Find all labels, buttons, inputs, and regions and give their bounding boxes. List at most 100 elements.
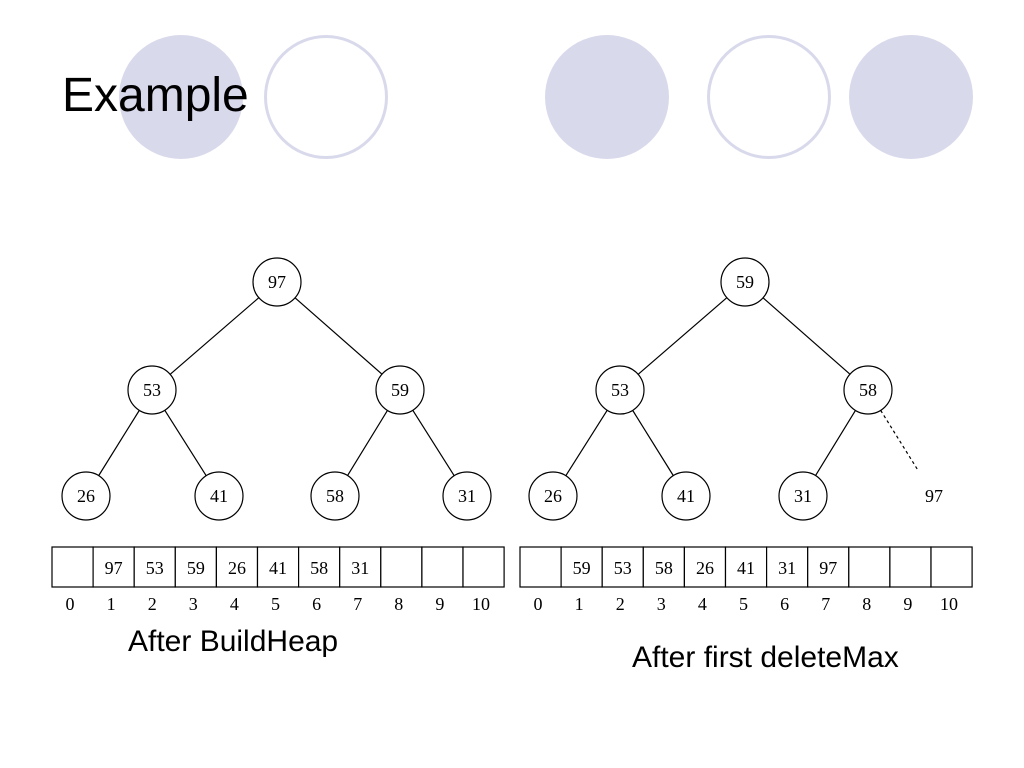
tree-edge xyxy=(637,297,728,375)
array-cell xyxy=(298,546,341,588)
array-index-label: 10 xyxy=(940,594,958,614)
array-cell-value: 59 xyxy=(187,558,205,578)
array-cell xyxy=(889,546,932,588)
heap-node-circle xyxy=(720,257,770,307)
array-cell xyxy=(339,546,382,588)
array-cell-value: 26 xyxy=(228,558,246,578)
array-cell xyxy=(601,546,644,588)
heap-node-label: 58 xyxy=(859,380,877,400)
array-index-label: 4 xyxy=(230,594,239,614)
tree-edge xyxy=(412,409,455,477)
tree-edge xyxy=(294,297,383,375)
heap-node-label: 31 xyxy=(794,486,812,506)
array-cell-value: 41 xyxy=(737,558,755,578)
array-cell xyxy=(807,546,850,588)
array-index-label: 0 xyxy=(66,594,75,614)
tree-edge-dashed xyxy=(880,410,919,471)
array-cell-value: 31 xyxy=(778,558,796,578)
array-cell xyxy=(256,546,300,588)
array-index-label: 4 xyxy=(698,594,707,614)
heap-node-label: 97 xyxy=(268,272,286,292)
array-cell xyxy=(462,546,505,588)
heap-node-circle xyxy=(194,471,244,521)
heap-node-circle xyxy=(375,365,425,415)
array-index-label: 5 xyxy=(271,594,280,614)
decorative-ring-circle xyxy=(264,35,388,159)
array-cell-value: 41 xyxy=(269,558,287,578)
array-cell-value: 97 xyxy=(819,558,837,578)
array-index-label: 0 xyxy=(534,594,543,614)
heap-node-circle xyxy=(252,257,302,307)
heap-node-circle xyxy=(843,365,893,415)
decorative-filled-circle xyxy=(545,35,669,159)
array-index-label: 9 xyxy=(903,594,912,614)
array-index-label: 8 xyxy=(394,594,403,614)
array-cell-value: 26 xyxy=(696,558,714,578)
array-index-label: 5 xyxy=(739,594,748,614)
heap-node-label: 41 xyxy=(210,486,228,506)
array-index-label: 6 xyxy=(780,594,789,614)
array-index-label: 7 xyxy=(353,594,362,614)
heap-node-label: 53 xyxy=(143,380,161,400)
array-cell xyxy=(560,546,603,588)
array-cell-value: 97 xyxy=(105,558,123,578)
tree-edge xyxy=(762,297,851,375)
array-cell-value: 53 xyxy=(146,558,164,578)
array-cell-value: 53 xyxy=(614,558,632,578)
array-index-label: 3 xyxy=(189,594,198,614)
array-cell-value: 58 xyxy=(655,558,673,578)
array-index-label: 10 xyxy=(472,594,490,614)
tree-edge xyxy=(169,297,260,375)
decorative-filled-circle xyxy=(849,35,973,159)
array-index-label: 8 xyxy=(862,594,871,614)
tree-edge xyxy=(347,410,388,476)
heap-node-circle xyxy=(127,365,177,415)
array-cell xyxy=(174,546,218,588)
array-cell xyxy=(642,546,685,588)
heap-node-circle xyxy=(61,471,111,521)
array-index-label: 2 xyxy=(616,594,625,614)
array-cell-value: 31 xyxy=(351,558,369,578)
array-cell xyxy=(930,546,973,588)
array-cell xyxy=(51,546,94,588)
decorative-filled-circle xyxy=(119,35,243,159)
slide-title: Example xyxy=(62,69,249,122)
heap-node-label: 59 xyxy=(391,380,409,400)
array-cell-value: 59 xyxy=(573,558,591,578)
array-cell xyxy=(380,546,423,588)
array-index-label: 2 xyxy=(148,594,157,614)
array-cell xyxy=(519,546,562,588)
heap-node-label: 31 xyxy=(458,486,476,506)
tree-edge xyxy=(98,410,140,476)
array-cell xyxy=(848,546,891,588)
removed-element-label: 97 xyxy=(925,486,943,506)
array-index-label: 3 xyxy=(657,594,666,614)
heap-node-circle xyxy=(778,471,828,521)
decorative-ring-circle xyxy=(707,35,831,159)
array-cell-value: 58 xyxy=(310,558,328,578)
heap-node-label: 26 xyxy=(544,486,562,506)
array-cell xyxy=(683,546,727,588)
array-index-label: 9 xyxy=(435,594,444,614)
heap-node-circle xyxy=(442,471,492,521)
heap-node-circle xyxy=(528,471,578,521)
heap-node-label: 58 xyxy=(326,486,344,506)
tree-edge xyxy=(164,409,207,477)
caption-after-first-deletemax: After first deleteMax xyxy=(632,641,899,674)
heap-node-circle xyxy=(310,471,360,521)
heap-node-label: 59 xyxy=(736,272,754,292)
array-index-label: 1 xyxy=(107,594,116,614)
heap-node-label: 53 xyxy=(611,380,629,400)
heap-node-label: 26 xyxy=(77,486,95,506)
array-index-label: 1 xyxy=(575,594,584,614)
tree-edge xyxy=(565,409,608,477)
heap-node-label: 41 xyxy=(677,486,695,506)
caption-after-buildheap: After BuildHeap xyxy=(128,625,339,658)
heap-node-circle xyxy=(595,365,645,415)
array-cell xyxy=(133,546,176,588)
array-index-label: 6 xyxy=(312,594,321,614)
heap-node-circle xyxy=(661,471,711,521)
array-cell xyxy=(421,546,464,588)
tree-edge xyxy=(815,410,856,476)
